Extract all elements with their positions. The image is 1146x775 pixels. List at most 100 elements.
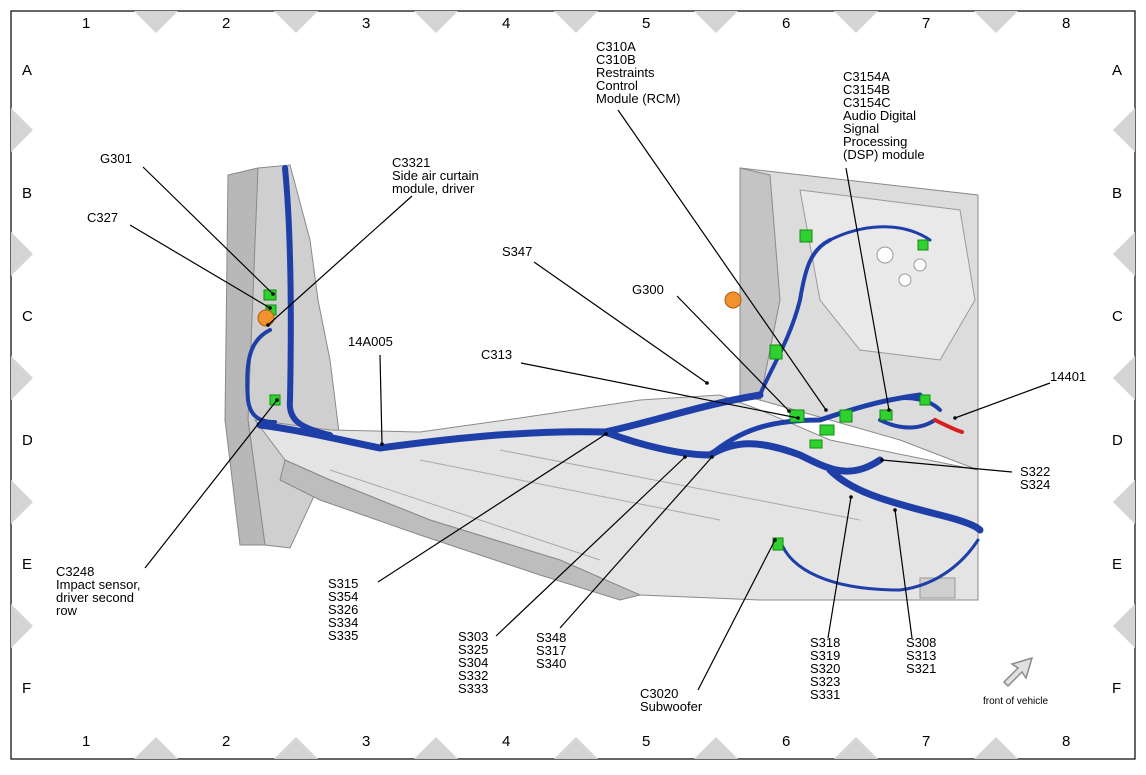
leader-dot xyxy=(796,416,800,420)
grid-col-top-2: 2 xyxy=(222,15,231,32)
border-triangle xyxy=(134,11,178,33)
callout-line: S354 xyxy=(328,589,359,604)
leader-dot xyxy=(953,416,957,420)
grid-col-top-6: 6 xyxy=(782,15,791,32)
border-triangle xyxy=(11,108,33,152)
border-triangle xyxy=(274,737,318,759)
connectors xyxy=(263,229,931,551)
callout-line: C3154C xyxy=(843,95,891,110)
leader-line xyxy=(697,539,776,691)
leader-line xyxy=(894,509,913,639)
grid-col-bottom-7: 7 xyxy=(922,733,931,750)
grid-row-left-b: B xyxy=(22,185,33,202)
grid-row-left-d: D xyxy=(22,432,33,449)
callout-line: S331 xyxy=(810,687,841,702)
border-triangle xyxy=(554,11,598,33)
leader-line xyxy=(954,382,1051,419)
callout-line: C3321 xyxy=(392,155,431,170)
ground-terminals xyxy=(257,291,742,327)
callout-line: 14A005 xyxy=(348,334,393,349)
leader-dot xyxy=(710,455,714,459)
callout-line: C310B xyxy=(596,52,636,67)
callout-line: S304 xyxy=(458,655,489,670)
leader-line xyxy=(267,195,413,326)
callout-line: S320 xyxy=(810,661,841,676)
grid-col-top-7: 7 xyxy=(922,15,931,32)
leader-line xyxy=(144,399,278,569)
grid-col-top-5: 5 xyxy=(642,15,651,32)
leader-dot xyxy=(705,381,709,385)
callout-line: module, driver xyxy=(392,181,475,196)
grid-col-bottom-6: 6 xyxy=(782,733,791,750)
leader-line xyxy=(495,456,686,637)
grid-row-right-f: F xyxy=(1112,680,1122,697)
callout-c313: C313 xyxy=(481,348,512,361)
callout-line: Signal xyxy=(843,121,880,136)
grid-col-top-1: 1 xyxy=(82,15,91,32)
callout-line: Control xyxy=(596,78,638,93)
grid-col-bottom-1: 1 xyxy=(82,733,91,750)
leader-line xyxy=(845,167,890,411)
border-triangle xyxy=(134,737,178,759)
callout-line: driver second xyxy=(56,590,135,605)
leader-dot xyxy=(773,538,777,542)
leader-dot xyxy=(268,306,272,310)
grid-row-right-e: E xyxy=(1112,556,1123,573)
callout-line: Processing xyxy=(843,134,908,149)
border-triangle xyxy=(694,11,738,33)
border-triangle xyxy=(694,737,738,759)
border-triangle xyxy=(554,737,598,759)
callout-line: S313 xyxy=(906,648,937,663)
leader-dot xyxy=(849,495,853,499)
callout-line: S347 xyxy=(502,244,533,259)
callout-line: S326 xyxy=(328,602,359,617)
callout-line: 14401 xyxy=(1050,369,1087,384)
grid-col-top-8: 8 xyxy=(1062,15,1071,32)
leader-dot xyxy=(266,323,270,327)
grid-row-right-c: C xyxy=(1112,308,1123,325)
callout-line: S303 xyxy=(458,629,489,644)
callout-line: S348 xyxy=(536,630,567,645)
border-markers xyxy=(11,11,1135,759)
callout-line: S315 xyxy=(328,576,359,591)
border-triangle xyxy=(1113,356,1135,400)
callout-line: G300 xyxy=(632,282,664,297)
leader-line xyxy=(827,496,852,639)
border-triangle xyxy=(11,480,33,524)
callout-line: Subwoofer xyxy=(640,699,703,714)
callout-line: S319 xyxy=(810,648,841,663)
wiring-harness xyxy=(245,165,984,592)
border-triangle xyxy=(834,737,878,759)
grid-row-right-d: D xyxy=(1112,432,1123,449)
border-triangle xyxy=(1113,232,1135,276)
leader-dot xyxy=(604,432,608,436)
leader-dot xyxy=(893,508,897,512)
leader-line xyxy=(520,362,799,419)
border-triangle xyxy=(274,11,318,33)
callout-line: C310A xyxy=(596,39,636,54)
callout-c327: C327 xyxy=(87,211,118,224)
callout-line: S317 xyxy=(536,643,567,658)
callout-line: Module (RCM) xyxy=(596,91,681,106)
callout-line: S333 xyxy=(458,681,489,696)
leader-dot xyxy=(824,408,828,412)
grid-col-bottom-3: 3 xyxy=(362,733,371,750)
grid-col-top-3: 3 xyxy=(362,15,371,32)
grid-col-bottom-8: 8 xyxy=(1062,733,1071,750)
leader-line xyxy=(377,433,607,583)
border-triangle xyxy=(414,737,458,759)
grid-row-left-a: A xyxy=(22,62,33,79)
leader-line xyxy=(559,456,713,629)
callout-line: row xyxy=(56,603,77,618)
border-triangle xyxy=(974,737,1018,759)
callout-line: S323 xyxy=(810,674,841,689)
leader-dot xyxy=(380,442,384,446)
grid-row-left-e: E xyxy=(22,556,33,573)
border-triangle xyxy=(11,356,33,400)
